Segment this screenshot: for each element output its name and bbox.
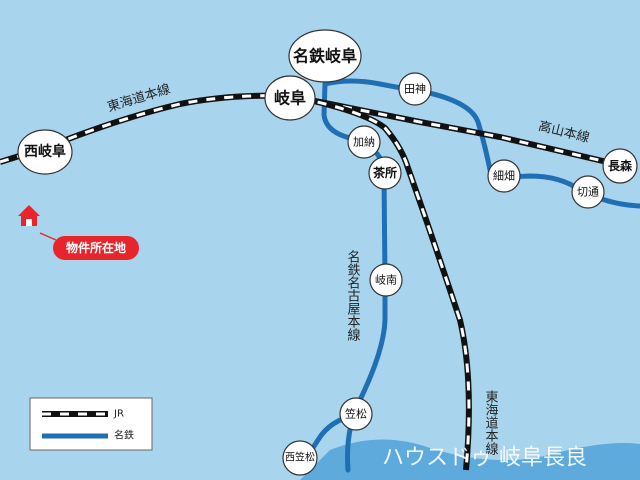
jr-lines bbox=[0, 92, 621, 471]
tokaido-line-vertical-label: 東海道本線 bbox=[483, 389, 499, 455]
legend: JR 名鉄 bbox=[29, 397, 153, 451]
station-label: 岐南 bbox=[375, 274, 397, 287]
station-denjin[interactable]: 田神 bbox=[398, 72, 432, 106]
station-label: 加納 bbox=[353, 136, 375, 149]
station-nagamori[interactable]: 長森 bbox=[602, 148, 638, 184]
station-label: 笠松 bbox=[345, 407, 367, 421]
legend-meitetsu-label: 名鉄 bbox=[114, 429, 134, 442]
property-label: 物件所在地 bbox=[66, 240, 126, 255]
river bbox=[300, 439, 640, 480]
station-label: 岐阜 bbox=[274, 89, 306, 108]
station-label: 細畑 bbox=[493, 170, 515, 183]
station-label: 田神 bbox=[404, 82, 426, 96]
station-label: 西笠松 bbox=[285, 451, 315, 464]
station-nishikasamatsu[interactable]: 西笠松 bbox=[282, 440, 318, 476]
property-pointer bbox=[39, 232, 57, 241]
legend-jr-label: JR bbox=[113, 409, 124, 420]
station-gifu[interactable]: 岐阜 bbox=[264, 75, 316, 121]
station-kasamatsu[interactable]: 笠松 bbox=[339, 397, 373, 431]
station-ginan[interactable]: 岐南 bbox=[369, 263, 403, 297]
house-icon[interactable] bbox=[18, 205, 40, 226]
station-meitetsu-gifu[interactable]: 名鉄岐阜 bbox=[288, 29, 362, 83]
station-nishigifu[interactable]: 西岐阜 bbox=[17, 129, 73, 175]
station-label: 名鉄岐阜 bbox=[293, 47, 357, 66]
station-kanou[interactable]: 加納 bbox=[347, 125, 381, 159]
station-label: 切通 bbox=[577, 186, 599, 199]
watermark-text: ハウスドゥ 岐阜長良 bbox=[382, 446, 587, 471]
property-label-badge: 物件所在地 bbox=[53, 236, 139, 260]
station-label: 長森 bbox=[608, 158, 633, 173]
station-chasho[interactable]: 茶所 bbox=[368, 156, 402, 190]
meitetsu-nagoya-line-label: 名鉄名古屋本線 bbox=[345, 249, 361, 341]
station-label: 茶所 bbox=[372, 165, 397, 180]
station-hosobata[interactable]: 細畑 bbox=[487, 159, 521, 193]
station-label: 西岐阜 bbox=[24, 143, 66, 160]
station-kirido[interactable]: 切通 bbox=[571, 175, 605, 209]
